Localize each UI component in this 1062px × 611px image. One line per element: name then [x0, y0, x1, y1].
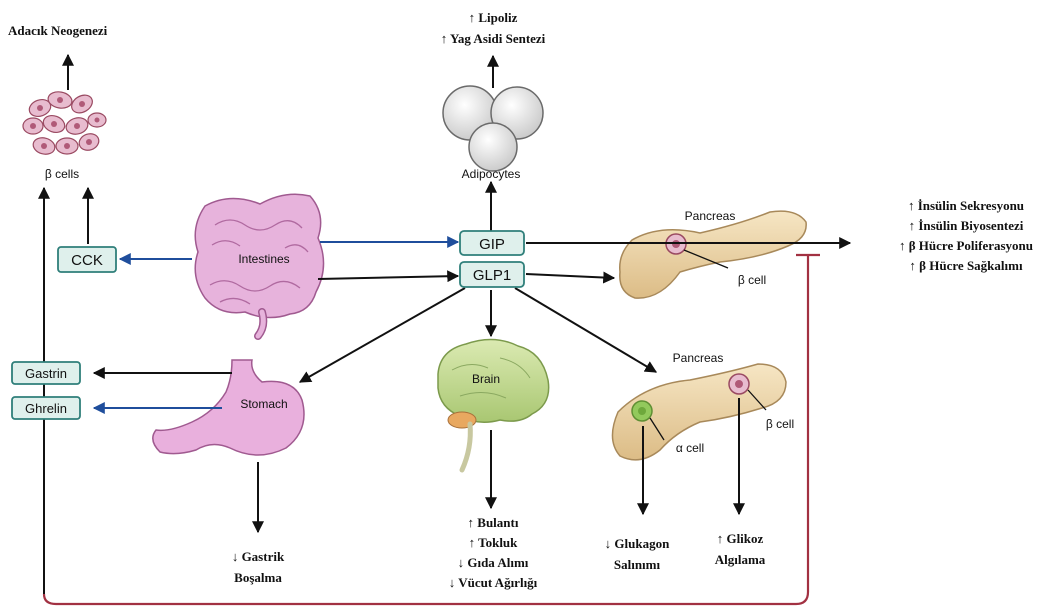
pancreas-top-label: Pancreas: [685, 209, 736, 223]
insulin-effect-2: ↑ İnsülin Biyosentezi: [909, 218, 1024, 233]
insulin-effect-4: ↑ β Hücre Sağkalımı: [909, 258, 1023, 273]
glp1-label: GLP1: [473, 267, 511, 284]
cck-box: CCK: [58, 247, 116, 272]
beta-cell-bottom-label: β cell: [766, 417, 794, 431]
intestines-label: Intestines: [238, 252, 289, 266]
brain-effect-3: ↓ Gıda Alımı: [458, 555, 529, 570]
glukagon-label-1: ↓ Glukagon: [605, 536, 670, 551]
pancreas-top-icon: [620, 211, 806, 298]
adipocytes-icon: [443, 86, 543, 171]
arrow-glp1-to-pancreas: [526, 274, 614, 278]
glukagon-label-2: Salınımı: [614, 557, 661, 572]
gastrik-label-1: ↓ Gastrik: [232, 549, 285, 564]
lipoliz-label: ↑ Lipoliz: [469, 10, 518, 25]
ghrelin-box: Ghrelin: [12, 397, 80, 419]
alpha-cell-label: α cell: [676, 441, 704, 455]
adacik-neogenezi-label: Adacık Neogenezi: [8, 23, 108, 38]
brain-label: Brain: [472, 372, 500, 386]
insulin-effect-3: ↑ β Hücre Poliferasyonu: [899, 238, 1033, 253]
beta-cell-top-label: β cell: [738, 273, 766, 287]
brain-effect-2: ↑ Tokluk: [469, 535, 519, 550]
beta-cell-bottom-icon: [729, 374, 749, 394]
yag-asidi-label: ↑ Yag Asidi Sentezi: [441, 31, 546, 46]
stomach-label: Stomach: [240, 397, 287, 411]
arrow-intestines-to-glp1: [318, 276, 458, 279]
beta-cells-cluster-icon: [23, 90, 106, 157]
gastrik-label-2: Boşalma: [234, 570, 282, 585]
ghrelin-label: Ghrelin: [25, 401, 67, 416]
pancreas-bottom-label: Pancreas: [673, 351, 724, 365]
cck-label: CCK: [71, 252, 103, 269]
insulin-effect-1: ↑ İnsülin Sekresyonu: [908, 198, 1024, 213]
gip-label: GIP: [479, 236, 505, 253]
gip-box: GIP: [460, 231, 524, 255]
glikoz-label-1: ↑ Glikoz: [717, 531, 764, 546]
adipocytes-label: Adipocytes: [462, 167, 521, 181]
alpha-cell-icon: [632, 401, 652, 421]
beta-cells-label: β cells: [45, 167, 79, 181]
brain-icon: [438, 339, 549, 470]
glp1-box: GLP1: [460, 262, 524, 287]
glikoz-label-2: Algılama: [715, 552, 766, 567]
gastrin-box: Gastrin: [12, 362, 80, 384]
brain-effect-1: ↑ Bulantı: [468, 515, 519, 530]
brain-effect-4: ↓ Vücut Ağırlığı: [449, 575, 538, 590]
gastrin-label: Gastrin: [25, 366, 67, 381]
